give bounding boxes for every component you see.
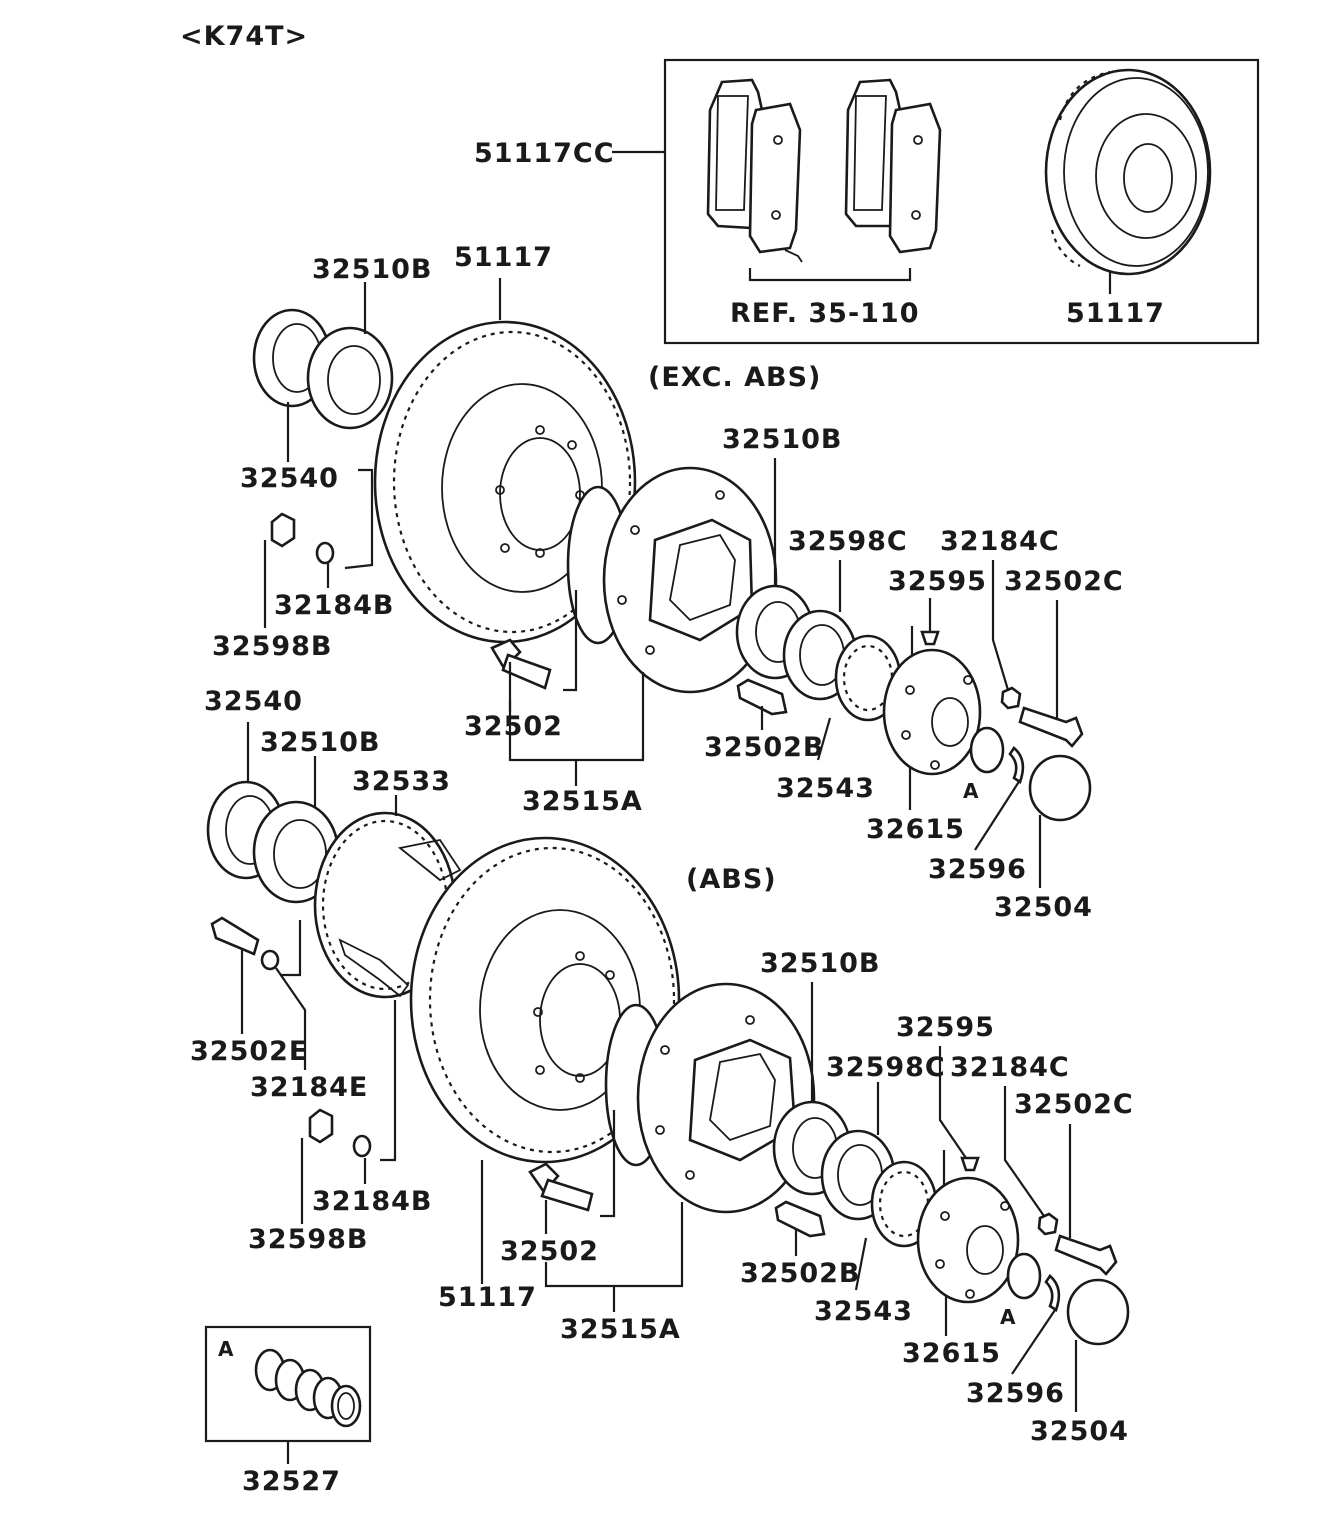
label-b-32540: 32540 (204, 686, 303, 717)
leader-b-32184C (1003, 1086, 1045, 1217)
label-t-32510B-b: 32510B (722, 424, 843, 455)
label-b-32504: 32504 (1030, 1416, 1129, 1447)
kit-marker-A: A (218, 1337, 234, 1361)
leader-b-32543 (854, 1237, 868, 1291)
bolt-32502C-bottom[interactable] (1054, 1234, 1118, 1276)
label-b-32184E: 32184E (250, 1072, 368, 1103)
pad-inset-box (612, 58, 1260, 345)
snap-ring-kit-box[interactable] (204, 1325, 372, 1443)
label-t-32596: 32596 (928, 854, 1027, 885)
hub-32515A-bottom[interactable] (604, 982, 816, 1214)
label-t-32615: 32615 (866, 814, 965, 845)
label-t-32598C: 32598C (788, 526, 908, 557)
brake-pad-set-1[interactable] (706, 78, 803, 263)
label-t-32543: 32543 (776, 773, 875, 804)
label-t-32598B: 32598B (212, 631, 333, 662)
bolt-32502E[interactable] (210, 916, 260, 956)
variant-exc-abs: (EXC. ABS) (648, 362, 821, 393)
label-b-32184C: 32184C (950, 1052, 1070, 1083)
leader-t-32184C (991, 560, 1010, 691)
screw-32595-bottom[interactable] (960, 1156, 980, 1172)
label-b-32502: 32502 (500, 1236, 599, 1267)
nut-32184C-bottom[interactable] (1037, 1212, 1059, 1236)
nut-32598B-bottom[interactable] (308, 1108, 334, 1144)
leader-b-32595 (938, 1046, 967, 1159)
label-t-32502C: 32502C (1004, 566, 1124, 597)
label-b-32515A: 32515A (560, 1314, 681, 1345)
label-b-32596: 32596 (966, 1378, 1065, 1409)
nut-32184C-top[interactable] (1000, 686, 1022, 710)
washer-32184B-bottom[interactable] (352, 1134, 372, 1158)
label-t-32504: 32504 (994, 892, 1093, 923)
bolt-32502B-top[interactable] (736, 678, 788, 716)
label-b-32533: 32533 (352, 766, 451, 797)
brake-pad-set-2[interactable] (844, 78, 942, 254)
inset-frame (663, 58, 1260, 345)
snap-ring-32596-top[interactable] (969, 726, 1025, 785)
hub-32515A-top[interactable] (566, 466, 778, 694)
label-ref-35-110: REF. 35-110 (730, 298, 920, 329)
bracket-b-32184E (280, 920, 302, 977)
label-inset-51117: 51117 (1066, 298, 1165, 329)
hub-cap-32504-bottom[interactable] (1066, 1278, 1130, 1346)
ref-bracket (748, 268, 912, 282)
bolt-32502C-top[interactable] (1018, 706, 1084, 748)
bracket-b-rotor (380, 1000, 397, 1162)
label-b-32502B: 32502B (740, 1258, 861, 1289)
label-t-32502B: 32502B (704, 732, 825, 763)
drive-flange-32615-bottom[interactable] (916, 1176, 1020, 1304)
label-t-32502: 32502 (464, 711, 563, 742)
inset-rotor[interactable] (1044, 68, 1212, 276)
label-b-51117: 51117 (438, 1282, 537, 1313)
label-b-A: A (1000, 1305, 1016, 1329)
bearing-32510B-top-outer[interactable] (306, 326, 394, 430)
leader-t-32543 (816, 717, 832, 761)
label-t-32184B: 32184B (274, 590, 395, 621)
label-b-32595: 32595 (896, 1012, 995, 1043)
bracket-t-rotor (344, 468, 374, 570)
label-t-51117: 51117 (454, 242, 553, 273)
label-t-32595: 32595 (888, 566, 987, 597)
screw-32595-top[interactable] (920, 630, 940, 646)
label-b-32598B: 32598B (248, 1224, 369, 1255)
label-kit-32527: 32527 (242, 1466, 341, 1497)
variant-abs: (ABS) (686, 864, 777, 895)
label-b-32615: 32615 (902, 1338, 1001, 1369)
snap-ring-32596-bottom[interactable] (1006, 1252, 1061, 1313)
hub-bolt-32502-top[interactable] (490, 638, 552, 690)
label-t-32515A: 32515A (522, 786, 643, 817)
hub-cap-32504-top[interactable] (1028, 754, 1092, 822)
label-b-32543: 32543 (814, 1296, 913, 1327)
bolt-32502B-bottom[interactable] (774, 1200, 826, 1238)
label-t-32510B-a: 32510B (312, 254, 433, 285)
washer-32184E[interactable] (260, 949, 280, 971)
label-b-32510B-a: 32510B (260, 727, 381, 758)
label-b-32502C: 32502C (1014, 1089, 1134, 1120)
label-b-32502E: 32502E (190, 1036, 308, 1067)
leader-b-hub-lip (600, 1110, 616, 1218)
label-t-32184C: 32184C (940, 526, 1060, 557)
nut-32598B-top[interactable] (270, 512, 296, 548)
label-t-A: A (963, 779, 979, 803)
leader-b-32184E (275, 967, 307, 1070)
label-51117CC: 51117CC (474, 138, 615, 169)
label-b-32510B-b: 32510B (760, 948, 881, 979)
leader-t-hub-lip (563, 590, 578, 692)
label-b-32598C: 32598C (826, 1052, 946, 1083)
leader-t-32596 (974, 779, 1021, 851)
drive-flange-32615-top[interactable] (882, 648, 982, 776)
leader-b-32596 (1011, 1309, 1056, 1375)
label-t-32540: 32540 (240, 463, 339, 494)
washer-32184B-top[interactable] (315, 541, 335, 565)
label-b-32184B: 32184B (312, 1186, 433, 1217)
model-code: <K74T> (180, 21, 308, 52)
hub-bolt-32502-bottom[interactable] (528, 1162, 594, 1212)
